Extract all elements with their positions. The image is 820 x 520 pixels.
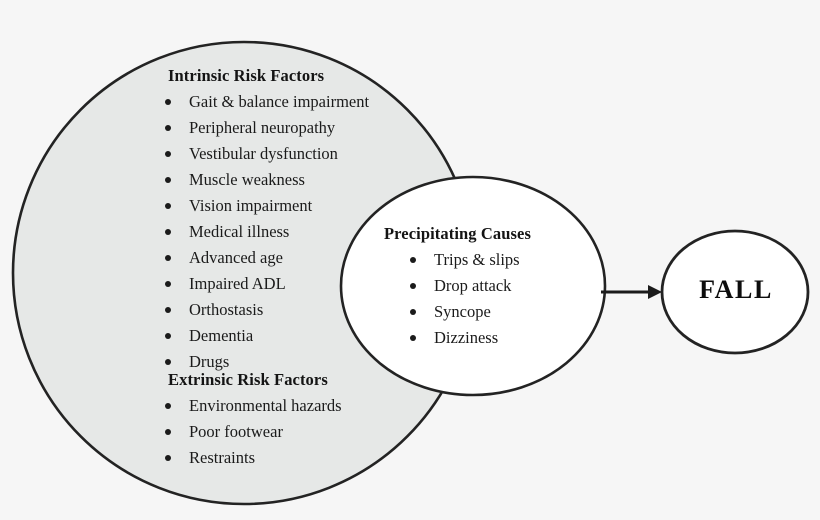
list-item: Environmental hazards (165, 393, 342, 419)
bullet-icon (165, 151, 171, 157)
bullet-icon (165, 177, 171, 183)
list-item: Poor footwear (165, 419, 342, 445)
bullet-icon (165, 99, 171, 105)
list-item-label: Medical illness (189, 222, 290, 241)
flow-arrow-head (648, 285, 662, 299)
list-item: Gait & balance impairment (165, 89, 369, 115)
precipitating-causes-circle[interactable] (339, 175, 607, 397)
precipitating-causes-heading: Precipitating Causes (384, 224, 531, 243)
intrinsic-risk-factors-list: Gait & balance impairment Peripheral neu… (165, 89, 369, 375)
list-item-label: Muscle weakness (189, 170, 305, 189)
list-item-label: Poor footwear (189, 422, 283, 441)
extrinsic-risk-factors-list: Environmental hazards Poor footwear Rest… (165, 393, 342, 471)
list-item-label: Orthostasis (189, 300, 264, 319)
list-item: Peripheral neuropathy (165, 115, 369, 141)
bullet-icon (410, 257, 416, 263)
bullet-icon (165, 333, 171, 339)
list-item-label: Syncope (434, 302, 491, 321)
bullet-icon (165, 429, 171, 435)
list-item-label: Vestibular dysfunction (189, 144, 338, 163)
fall-circle[interactable] (660, 229, 810, 355)
list-item-label: Advanced age (189, 248, 283, 267)
list-item: Vision impairment (165, 193, 369, 219)
list-item-label: Environmental hazards (189, 396, 342, 415)
list-item: Restraints (165, 445, 342, 471)
bullet-icon (165, 307, 171, 313)
list-item-label: Dementia (189, 326, 254, 345)
list-item: Muscle weakness (165, 167, 369, 193)
list-item: Impaired ADL (165, 271, 369, 297)
list-item: Syncope (410, 299, 520, 325)
bullet-icon (165, 229, 171, 235)
list-item-label: Gait & balance impairment (189, 92, 370, 111)
list-item: Trips & slips (410, 247, 520, 273)
list-item-label: Restraints (189, 448, 255, 467)
fall-outcome-label: FALL (699, 275, 773, 304)
list-item: Orthostasis (165, 297, 369, 323)
bullet-icon (165, 359, 171, 365)
bullet-icon (165, 125, 171, 131)
bullet-icon (410, 335, 416, 341)
extrinsic-risk-factors-heading: Extrinsic Risk Factors (168, 370, 328, 389)
list-item: Drop attack (410, 273, 520, 299)
bullet-icon (165, 455, 171, 461)
bullet-icon (165, 203, 171, 209)
list-item-label: Drop attack (434, 276, 512, 295)
flow-arrow (601, 285, 662, 299)
bullet-icon (410, 309, 416, 315)
list-item-label: Drugs (189, 352, 230, 371)
bullet-icon (410, 283, 416, 289)
list-item-label: Peripheral neuropathy (189, 118, 336, 137)
intrinsic-risk-factors-heading: Intrinsic Risk Factors (168, 66, 325, 85)
bullet-icon (165, 403, 171, 409)
precipitating-causes-list: Trips & slips Drop attack Syncope Dizzin… (410, 247, 520, 351)
bullet-icon (165, 255, 171, 261)
list-item-label: Vision impairment (189, 196, 313, 215)
list-item: Dementia (165, 323, 369, 349)
list-item: Dizziness (410, 325, 520, 351)
list-item-label: Impaired ADL (189, 274, 286, 293)
list-item: Drugs (165, 349, 369, 375)
list-item: Advanced age (165, 245, 369, 271)
list-item-label: Dizziness (434, 328, 499, 347)
list-item: Medical illness (165, 219, 369, 245)
bullet-icon (165, 281, 171, 287)
list-item: Vestibular dysfunction (165, 141, 369, 167)
list-item-label: Trips & slips (434, 250, 520, 269)
